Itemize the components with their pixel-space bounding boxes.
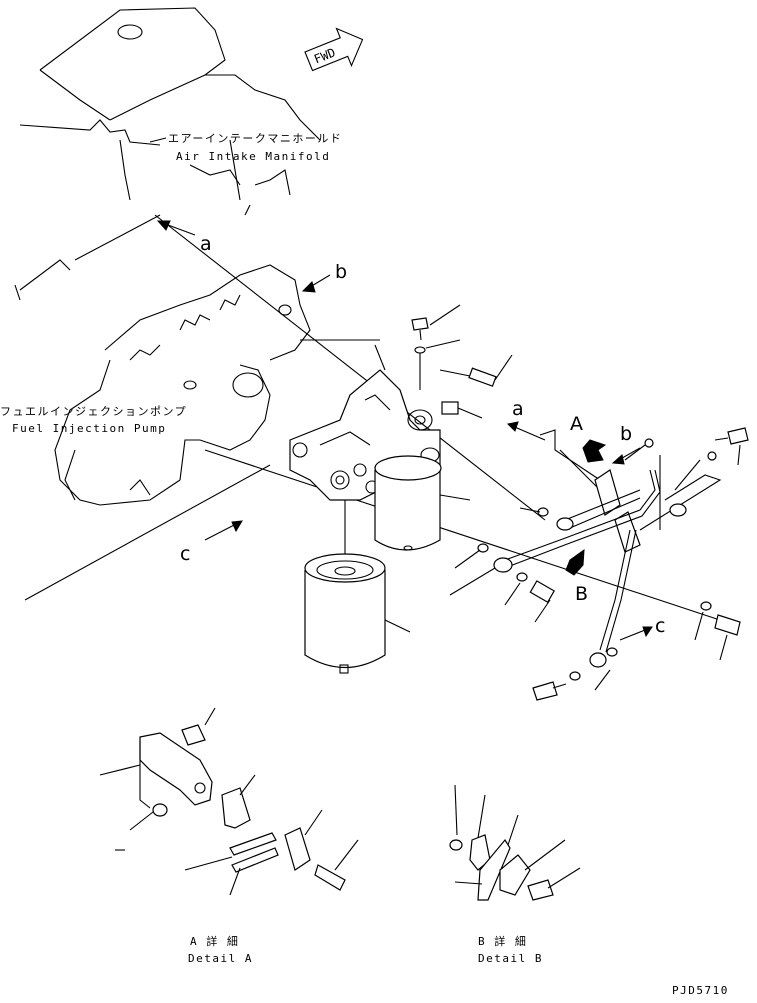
drawing-number: PJD5710 bbox=[672, 984, 729, 997]
bolt-right-head bbox=[439, 354, 513, 387]
ref-arrow-b-right: b bbox=[611, 423, 641, 465]
svg-text:c: c bbox=[655, 615, 665, 637]
manifold-label-jp: エアーインテークマニホールド bbox=[168, 132, 342, 145]
ref-arrow-a-right: a bbox=[506, 398, 546, 441]
svg-text:B: B bbox=[575, 583, 588, 605]
plug bbox=[441, 401, 483, 419]
svg-text:a: a bbox=[200, 233, 212, 255]
ref-arrow-b-left: b bbox=[301, 261, 347, 293]
bolt-top bbox=[411, 304, 461, 390]
view-arrow-B: B bbox=[565, 548, 588, 605]
pump-label-en: Fuel Injection Pump bbox=[12, 422, 166, 435]
fuel-pipe bbox=[493, 455, 722, 668]
ref-arrow-c-left: c bbox=[180, 520, 243, 565]
svg-text:b: b bbox=[620, 423, 632, 445]
detail-b-label-jp: B 詳 細 bbox=[478, 934, 527, 948]
washers-right bbox=[449, 438, 717, 681]
manifold-label-en: Air Intake Manifold bbox=[176, 150, 330, 163]
ref-arrow-c-right: c bbox=[619, 615, 665, 641]
fwd-label: FWD bbox=[312, 45, 337, 66]
detail-b-label-en: Detail B bbox=[478, 952, 543, 965]
detail-a bbox=[99, 707, 359, 896]
bolts-right bbox=[529, 427, 749, 701]
fuel-injection-pump bbox=[14, 259, 311, 506]
view-arrow-A: A bbox=[570, 413, 607, 463]
filter-cartridge-mounted bbox=[374, 455, 471, 551]
pump-label-jp: フュエルインジェクションポンプ bbox=[0, 405, 187, 418]
svg-text:a: a bbox=[512, 398, 524, 420]
air-intake-manifold bbox=[19, 7, 321, 216]
svg-text:b: b bbox=[335, 261, 347, 283]
fwd-direction-sign: FWD bbox=[304, 27, 364, 72]
detail-a-label-jp: A 詳 細 bbox=[190, 934, 239, 948]
filter-cartridge-spare bbox=[304, 500, 411, 674]
detail-b bbox=[449, 784, 581, 901]
svg-text:A: A bbox=[570, 413, 583, 435]
ref-arrow-a-left: a bbox=[156, 220, 212, 255]
svg-text:c: c bbox=[180, 543, 190, 565]
detail-a-label-en: Detail A bbox=[188, 952, 253, 965]
